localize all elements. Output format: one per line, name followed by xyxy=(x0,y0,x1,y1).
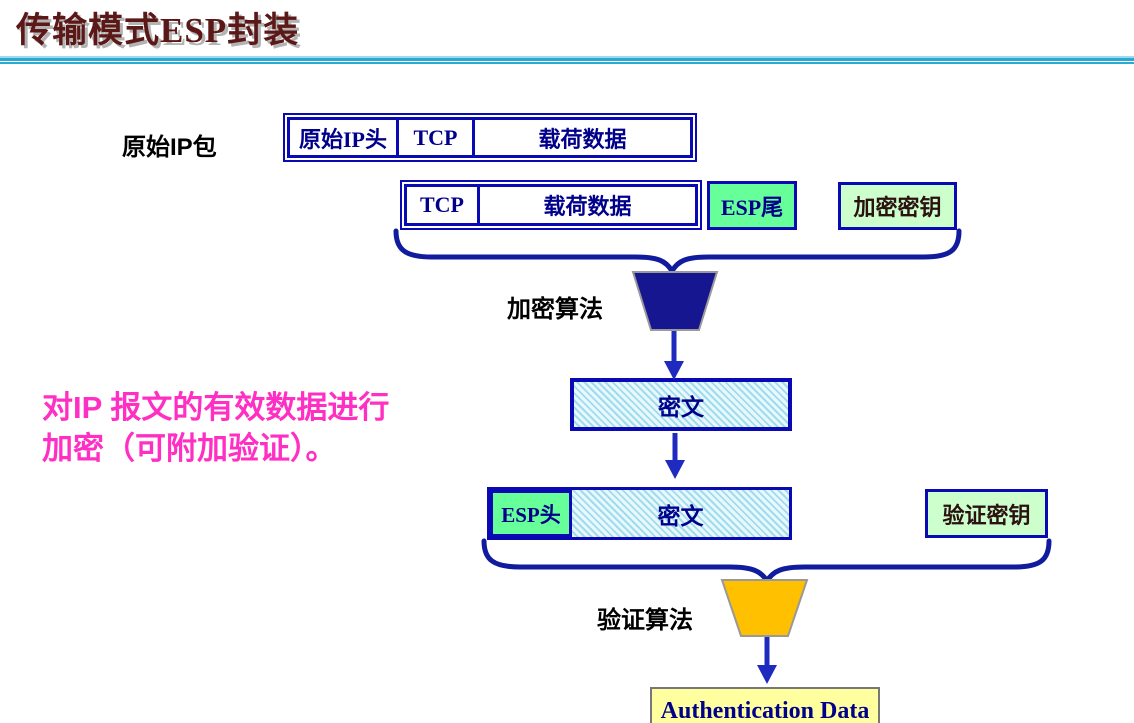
original-packet-label: 原始IP包 xyxy=(122,134,217,161)
payload-box-row1: 载荷数据 xyxy=(475,117,693,158)
original-ip-header-box: 原始IP头 xyxy=(287,117,399,158)
verify-algo-label: 验证算法 xyxy=(597,607,693,634)
tcp-box-row2: TCP xyxy=(404,184,480,226)
note-line-2: 加密（可附加验证）。 xyxy=(42,431,337,466)
note-text: 对IP 报文的有效数据进行 加密（可附加验证）。 xyxy=(42,387,389,469)
esp-packet-row: ESP头 密文 xyxy=(487,487,792,540)
original-packet-row: 原始IP头 TCP 载荷数据 xyxy=(283,113,697,162)
tcp-box-row1: TCP xyxy=(399,117,475,158)
arrow-to-auth-data-head xyxy=(757,665,777,684)
payload-box-row2: 载荷数据 xyxy=(480,184,698,226)
gather-brace-encrypt xyxy=(393,228,962,276)
encrypt-funnel-icon xyxy=(631,271,719,331)
verify-key-box: 验证密钥 xyxy=(925,489,1048,538)
note-line-1: 对IP 报文的有效数据进行 xyxy=(42,390,390,425)
title-divider xyxy=(0,56,1134,64)
plain-data-row: TCP 载荷数据 xyxy=(400,180,702,230)
esp-tail-box: ESP尾 xyxy=(707,181,797,230)
encrypt-algo-label: 加密算法 xyxy=(507,296,603,323)
arrow-to-ciphertext-head xyxy=(664,361,684,380)
ciphertext-box-2: 密文 xyxy=(572,490,789,537)
ciphertext-box: 密文 xyxy=(570,378,792,431)
page-title: 传输模式ESP封装 xyxy=(16,11,300,50)
esp-header-box: ESP头 xyxy=(490,490,572,537)
encrypt-key-box: 加密密钥 xyxy=(838,182,957,230)
gather-brace-verify xyxy=(481,538,1052,586)
authentication-data-box: Authentication Data xyxy=(650,687,880,723)
arrow-to-esp-packet-head xyxy=(665,460,685,479)
verify-funnel-icon xyxy=(720,579,809,637)
